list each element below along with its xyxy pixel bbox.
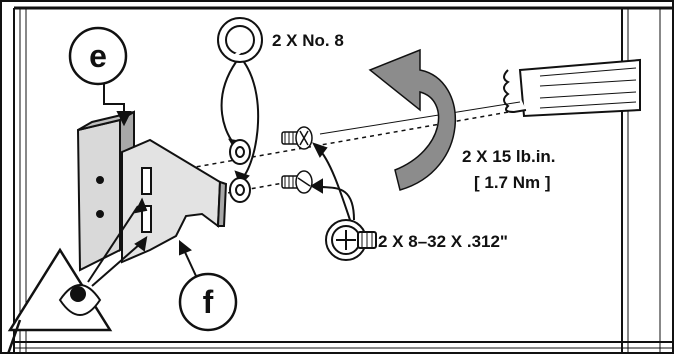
screw-small-icon xyxy=(281,126,313,194)
screw-threads xyxy=(284,132,294,188)
screw-large-icon xyxy=(325,219,377,261)
badge-e: e xyxy=(68,26,128,86)
washer-small-icon xyxy=(229,139,251,203)
sight-lines xyxy=(87,197,148,287)
bracket-f xyxy=(121,138,228,264)
badge-e-label: e xyxy=(89,38,107,74)
rotation-arrow-icon xyxy=(368,48,457,191)
badge-f-label: f xyxy=(203,284,214,320)
bracket-f-leader xyxy=(179,239,197,277)
screw-leaders xyxy=(310,142,355,221)
washer-callout: 2 X No. 8 xyxy=(272,31,344,50)
torque-callout: 2 X 15 lb.in. xyxy=(462,147,556,166)
eye-icon xyxy=(6,247,113,354)
torque-metric-callout: [ 1.7 Nm ] xyxy=(474,173,551,192)
torque-shaft xyxy=(319,58,641,135)
bracket-e-leader xyxy=(103,84,132,127)
badge-f: f xyxy=(178,272,238,332)
washer-ring-icon xyxy=(217,17,263,63)
washer-leaders xyxy=(220,61,260,186)
screw-callout: 2 X 8–32 X .312" xyxy=(378,232,508,251)
